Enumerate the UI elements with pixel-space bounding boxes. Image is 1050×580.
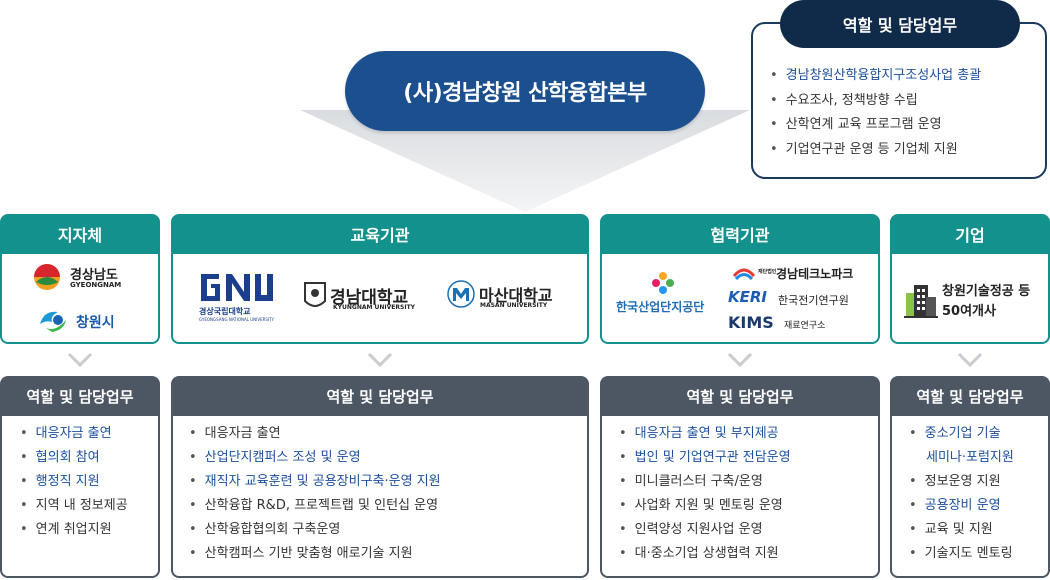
role-item: 대응자금 출연 (20, 422, 128, 446)
gyeongnam-logo-subtext: GYEONGNAM (70, 281, 122, 289)
hq-role-item: 경남창원산학융합지구조성사업 총괄 (770, 64, 982, 89)
role-item: 재직자 교육훈련 및 공용장비구축·운영 지원 (189, 470, 441, 494)
role-list-partners: 대응자금 출연 및 부지제공 법인 및 기업연구관 전담운영 미니클러스터 구축… (619, 422, 791, 566)
kicox-logo-text: 한국산업단지공단 (616, 300, 705, 314)
role-item: 인력양성 지원사업 운영 (619, 518, 791, 542)
funnel-arrow (300, 110, 750, 212)
role-item: 대·중소기업 상생협력 지원 (619, 542, 791, 566)
kyungnam-logo-text: 경남대학교 (330, 288, 409, 308)
masan-logo-text: 마산대학교 (479, 286, 553, 305)
gnu-logo-icon (201, 274, 273, 301)
masan-logo-subtext: MASAN UNIVERSITY (480, 302, 548, 309)
gyeongnam-logo-text: 경상남도 (70, 268, 118, 283)
company-text: 창원기술정공 등 (942, 284, 1031, 299)
role-title-local-government: 역할 및 담당업무 (0, 376, 160, 416)
kicox-logo-icon (652, 272, 674, 294)
role-title-companies: 역할 및 담당업무 (890, 376, 1050, 416)
chevron-down-icon (957, 352, 983, 368)
chevron-down-icon (727, 352, 753, 368)
role-item: 공용장비 운영 (909, 494, 1014, 518)
kyungnam-logo-icon (304, 282, 326, 307)
keri-logo-subtext: 한국전기연구원 (778, 294, 849, 307)
gntp-logo-icon (732, 268, 756, 281)
role-item: 기술지도 멘토링 (909, 542, 1014, 566)
category-companies-logos: 창원기술정공 등 50여개사 (890, 254, 1050, 344)
category-partners: 협력기관 (600, 214, 880, 254)
gntp-logo-prefix: 재단법인 (758, 269, 777, 275)
role-list-local-government: 대응자금 출연 협의회 참여 행정직 지원 지역 내 정보제공 연계 취업지원 (20, 422, 128, 542)
changwon-logo-text: 창원시 (76, 315, 115, 331)
category-partners-logos: 한국산업단지공단 재단법인 경남테크노파크 KERI 한국전기연구원 KIMS … (600, 254, 880, 344)
keri-logo-text: KERI (728, 288, 768, 306)
hq-role-list: 경남창원산학융합지구조성사업 총괄 수요조사, 정책방향 수립 산학연계 교육 … (770, 64, 982, 163)
role-item: 사업화 지원 및 멘토링 운영 (619, 494, 791, 518)
role-item: 연계 취업지원 (20, 518, 128, 542)
chevron-down-icon (367, 352, 393, 368)
role-item: 정보운영 지원 (909, 470, 1014, 494)
role-title-education: 역할 및 담당업무 (171, 376, 589, 416)
role-title-partners: 역할 및 담당업무 (600, 376, 880, 416)
company-count-text: 50여개사 (942, 304, 996, 319)
role-item: 미니클러스터 구축/운영 (619, 470, 791, 494)
role-item: 대응자금 출연 및 부지제공 (619, 422, 791, 446)
gnu-logo-text: 경상국립대학교 (199, 307, 251, 316)
kims-logo-subtext: 재료연구소 (784, 321, 826, 331)
role-item: 산업단지캠퍼스 조성 및 운영 (189, 446, 441, 470)
masan-logo-icon (447, 280, 475, 308)
category-education: 교육기관 (171, 214, 589, 254)
role-item: 교육 및 지원 (909, 518, 1014, 542)
gnu-logo-subtext: GYEONGSANG NATIONAL UNIVERSITY (199, 317, 274, 322)
role-item: 산학융합협의회 구축운영 (189, 518, 441, 542)
kyungnam-logo-subtext: KYUNGNAM UNIVERSITY (333, 304, 416, 311)
role-item: 행정직 지원 (20, 470, 128, 494)
role-item: 산학융합 R&D, 프로젝트랩 및 인턴십 운영 (189, 494, 441, 518)
role-list-companies: 중소기업 기술 세미나·포럼지원 정보운영 지원 공용장비 운영 교육 및 지원… (909, 422, 1014, 566)
gyeongnam-logo-icon (34, 264, 60, 290)
category-companies: 기업 (890, 214, 1050, 254)
hq-role-item: 수요조사, 정책방향 수립 (770, 89, 981, 114)
role-item: 지역 내 정보제공 (20, 494, 128, 518)
category-education-logos: 경상국립대학교 GYEONGSANG NATIONAL UNIVERSITY 경… (171, 254, 589, 344)
role-item: 세미나·포럼지원 (926, 450, 1014, 465)
role-item: 대응자금 출연 (189, 422, 441, 446)
category-local-government: 지자체 (0, 214, 160, 254)
building-icon (904, 285, 938, 318)
hq-role-item: 기업연구관 운영 등 기업체 지원 (770, 138, 981, 163)
chevron-down-icon (67, 352, 93, 368)
category-local-government-logos: 경상남도 GYEONGNAM 창원시 (0, 254, 160, 344)
hq-role-title: 역할 및 담당업무 (780, 0, 1020, 48)
role-list-education: 대응자금 출연 산업단지캠퍼스 조성 및 운영 재직자 교육훈련 및 공용장비구… (189, 422, 441, 566)
role-item: 산학캠퍼스 기반 맞춤형 애로기술 지원 (189, 542, 441, 566)
role-item: 법인 및 기업연구관 전담운영 (619, 446, 791, 470)
hq-role-item: 산학연계 교육 프로그램 운영 (770, 113, 981, 138)
kims-logo-text: KIMS (728, 313, 774, 332)
role-item: 중소기업 기술 (909, 422, 1014, 446)
gntp-logo-text: 경남테크노파크 (776, 267, 854, 281)
role-item: 협의회 참여 (20, 446, 128, 470)
changwon-logo-icon (40, 311, 66, 332)
hq-title: (사)경남창원 산학융합본부 (345, 51, 705, 131)
